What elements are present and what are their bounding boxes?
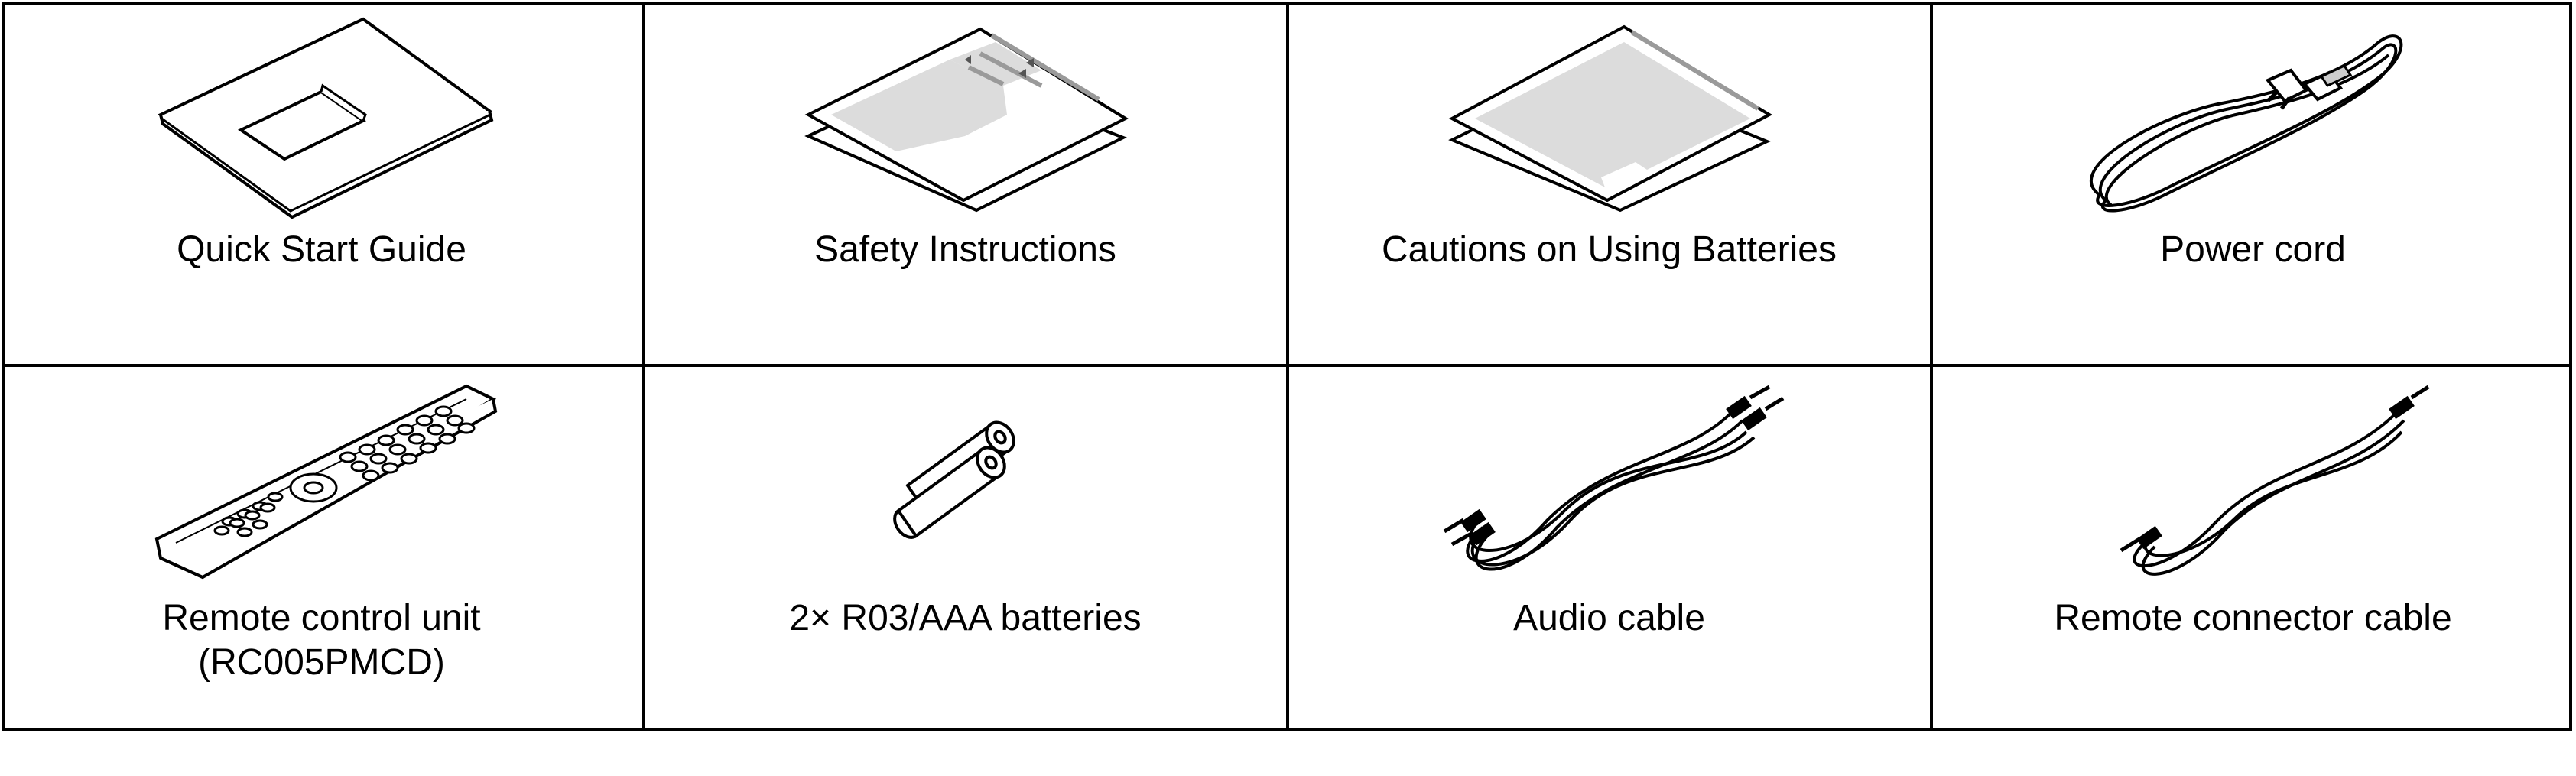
audio-cable-icon xyxy=(1288,367,1931,596)
accessory-remote-connector-cable: Remote connector cable xyxy=(1931,367,2574,731)
batteries-icon xyxy=(644,367,1287,596)
accessory-power-cord: Power cord xyxy=(1931,0,2574,364)
item-label: Quick Start Guide xyxy=(177,229,466,270)
accessory-audio-cable: Audio cable xyxy=(1288,367,1931,731)
leaflet-icon xyxy=(644,0,1287,229)
accessory-batteries: 2× R03/AAA batteries xyxy=(644,367,1287,731)
item-label: 2× R03/AAA batteries xyxy=(789,598,1142,638)
remote-control-icon xyxy=(0,367,643,596)
item-label: Cautions on Using Batteries xyxy=(1382,229,1837,270)
booklet-icon xyxy=(0,0,643,229)
accessory-quick-start-guide: Quick Start Guide xyxy=(0,0,643,364)
item-label: Audio cable xyxy=(1513,598,1705,638)
power-cord-icon xyxy=(1931,0,2574,229)
item-label: Remote control unit (RC005PMCD) xyxy=(0,596,643,685)
accessory-remote-control: Remote control unit (RC005PMCD) xyxy=(0,367,643,731)
item-label-line2: (RC005PMCD) xyxy=(198,642,445,683)
accessory-battery-cautions: Cautions on Using Batteries xyxy=(1288,0,1931,364)
accessories-table: Quick Start Guide Safety Instructions xyxy=(0,0,2574,731)
connector-cable-icon xyxy=(1931,367,2574,596)
item-label: Safety Instructions xyxy=(814,229,1116,270)
leaflet-icon xyxy=(1288,0,1931,229)
row-divider xyxy=(2,364,2572,367)
item-label-line1: Remote control unit xyxy=(162,598,481,638)
item-label: Power cord xyxy=(2160,229,2346,270)
accessory-safety-instructions: Safety Instructions xyxy=(644,0,1287,364)
item-label: Remote connector cable xyxy=(2054,598,2452,638)
